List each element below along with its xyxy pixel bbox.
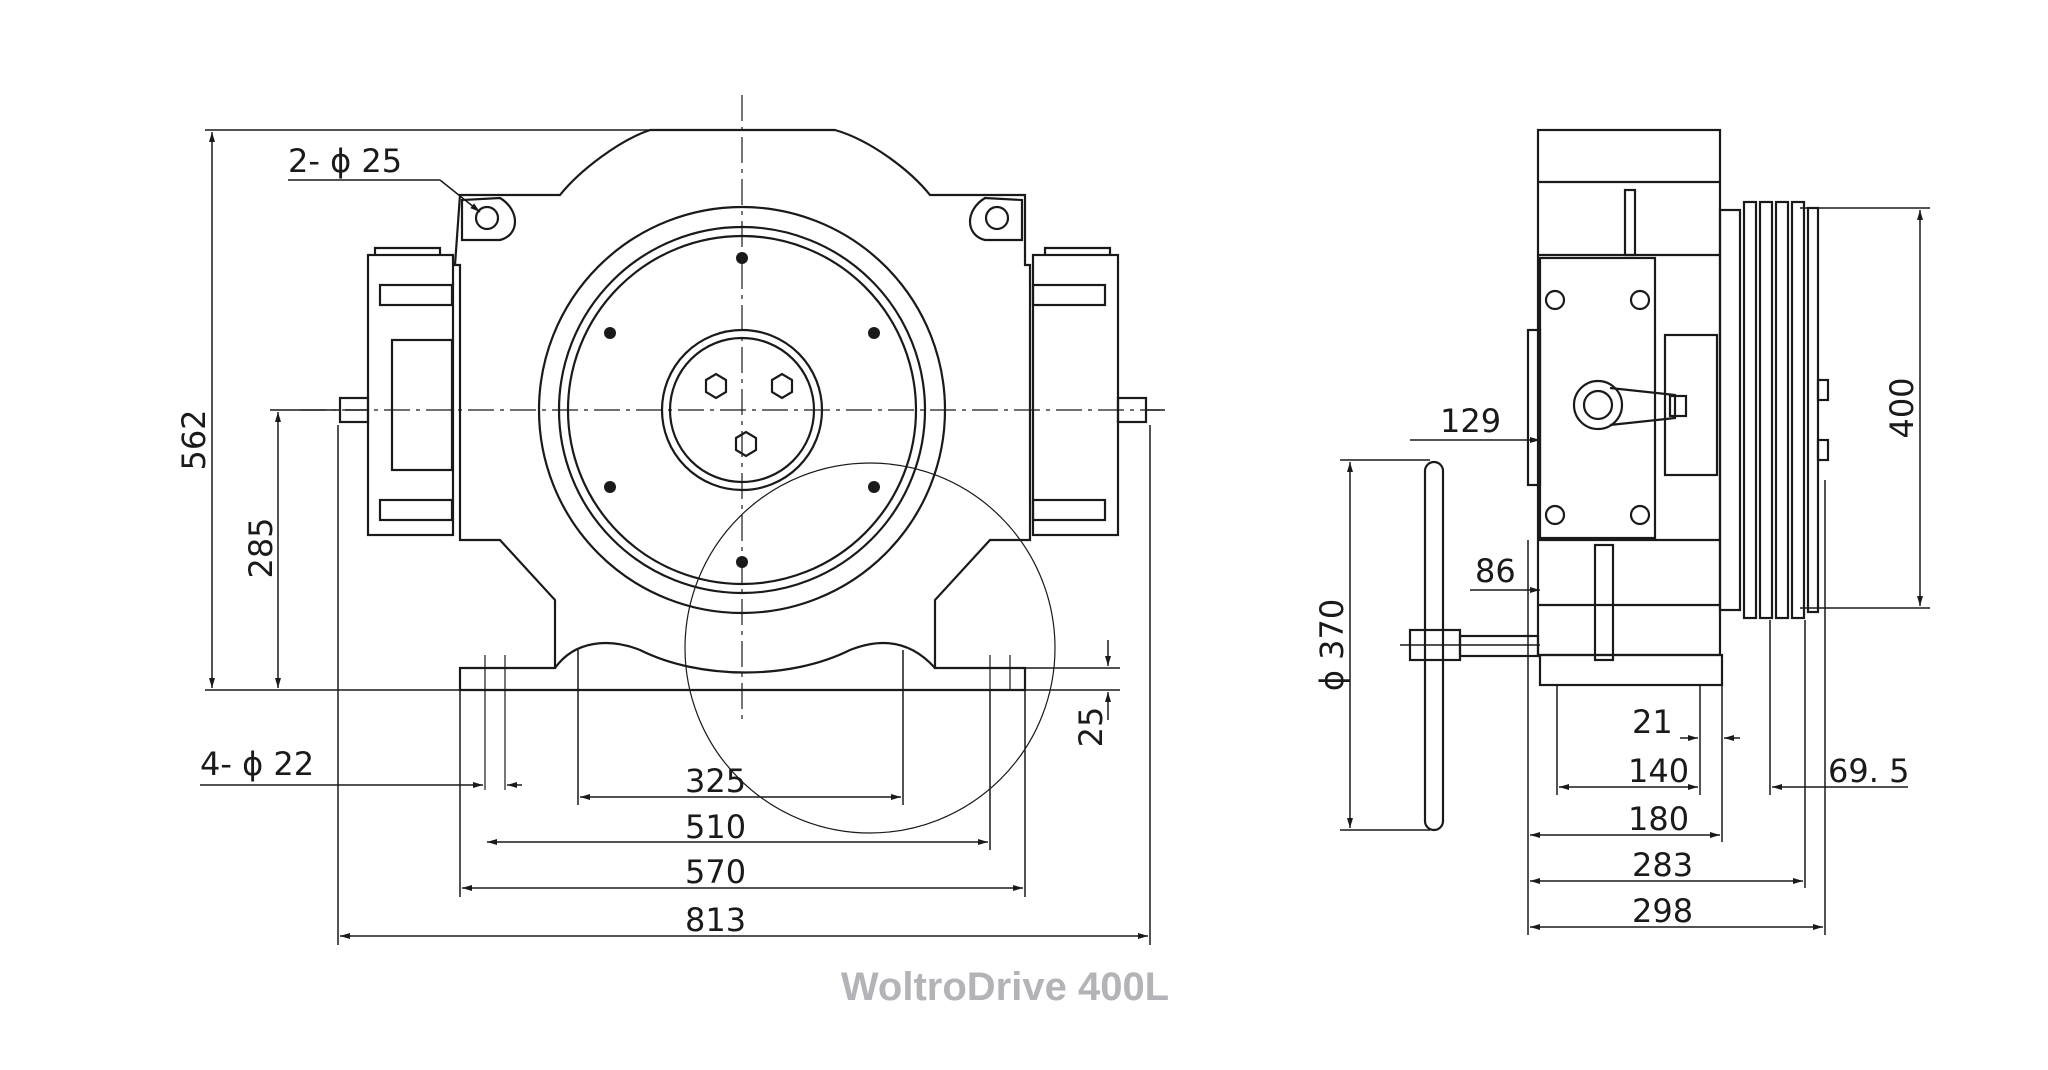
right-brake xyxy=(1031,246,1165,537)
height-total-label: 562 xyxy=(175,409,213,470)
handwheel-diameter-label: ϕ 370 xyxy=(1313,599,1351,691)
dim-86-label: 86 xyxy=(1475,552,1516,590)
dim-140-label: 140 xyxy=(1628,752,1689,790)
side-view: 129 86 ϕ 370 400 21 140 69. 5 xyxy=(1313,128,1930,935)
dim-283-label: 283 xyxy=(1632,846,1693,884)
product-caption: WoltroDrive 400L xyxy=(841,965,1169,1009)
width-510-label: 510 xyxy=(685,808,746,846)
holes-top-label: 2- ϕ 25 xyxy=(288,142,402,180)
holes-base-label: 4- ϕ 22 xyxy=(200,745,314,783)
dim-21-label: 21 xyxy=(1632,703,1673,741)
dim-180-label: 180 xyxy=(1628,800,1689,838)
dim-129-label: 129 xyxy=(1440,402,1501,440)
shaft-height-label: 285 xyxy=(242,517,280,578)
sheave-diameter-label: 400 xyxy=(1883,377,1921,438)
dim-69-5-label: 69. 5 xyxy=(1828,752,1909,790)
front-view: 562 285 2- ϕ 25 4- ϕ 22 25 325 510 570 xyxy=(175,95,1165,945)
dim-298-label: 298 xyxy=(1632,892,1693,930)
left-brake xyxy=(338,246,455,537)
base-thickness-label: 25 xyxy=(1072,707,1110,748)
width-813-label: 813 xyxy=(685,901,746,939)
width-325-label: 325 xyxy=(685,762,746,800)
width-570-label: 570 xyxy=(685,853,746,891)
